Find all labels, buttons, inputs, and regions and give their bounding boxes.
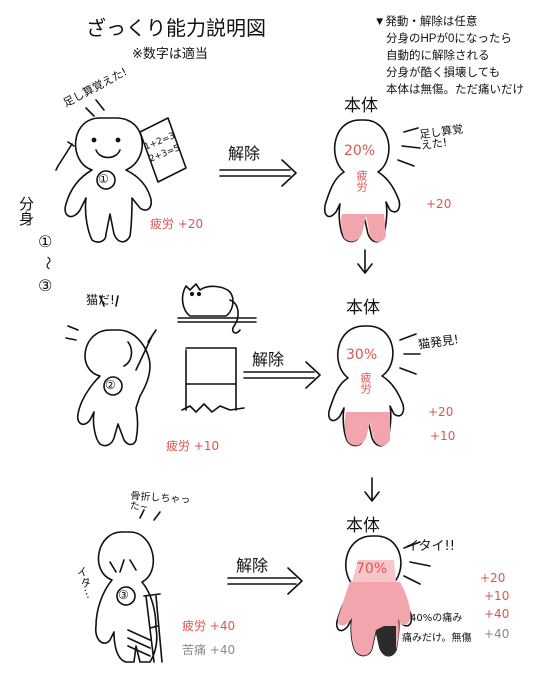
main-addition-1a: +20 [426, 197, 452, 211]
main-damage-fill-3 [337, 582, 411, 656]
main-speech-3: イタイ!! [406, 539, 455, 554]
down-arrow-2 [364, 477, 380, 502]
main-fatigue-fill-1 [341, 214, 386, 242]
clone-number-2: ② [105, 378, 116, 392]
main-fatigue-label-2: 疲労 [359, 372, 372, 394]
main-figure-1 [323, 119, 421, 243]
clone-range-tilde: 〜 [39, 256, 55, 270]
main-addition-2b: +10 [430, 429, 456, 443]
note-line: 分身のHPが0になったら [386, 33, 512, 45]
release-label-2: 解除 [252, 350, 285, 369]
main-fatigue-label-1: 疲労 [355, 170, 368, 192]
note-line: 自動的に解除される [386, 50, 490, 62]
release-arrow-3 [227, 567, 303, 595]
clone-number-1: ① [98, 172, 109, 186]
pain-leg-mark [376, 626, 396, 656]
diagram-subtitle: ※数字は適当 [132, 47, 208, 62]
clone-fatigue-3: 疲労 +40 [182, 619, 236, 633]
main-label-2: 本体 [346, 298, 380, 318]
pain-note-3b: 痛みだけ。無傷 [402, 633, 472, 644]
clone-fatigue-2: 疲労 +10 [166, 439, 220, 453]
note-line: ▼発動・解除は任意 [374, 16, 478, 28]
clone-speech-3: 骨折しちゃった~ [129, 490, 191, 514]
main-label-3: 本体 [346, 516, 380, 536]
main-fatigue-fill-2 [344, 412, 390, 446]
cat-shelf-drawing [177, 283, 257, 413]
main-figure-2 [327, 325, 421, 447]
release-label-3: 解除 [236, 556, 269, 575]
rules-note: ▼発動・解除は任意 分身のHPが0になったら 自動的に解除される 分身が酷く損壊… [374, 14, 524, 99]
clone-figure-2 [65, 295, 157, 447]
main-label-1: 本体 [344, 96, 378, 116]
pain-value-3: +40 [484, 627, 510, 641]
main-percent-fill-3 [352, 560, 396, 582]
clone-figure-3 [94, 509, 163, 663]
clone-label: 分身 [17, 196, 35, 226]
diagram-title: ざっくり能力説明図 [86, 16, 266, 40]
clone-pain-3: 苦痛 +40 [182, 643, 236, 657]
clone-fatigue-1: 疲労 +20 [150, 217, 204, 231]
main-addition-3a: +20 [480, 571, 506, 585]
main-addition-2a: +20 [428, 405, 454, 419]
main-percent-3: 70% [356, 561, 388, 577]
main-addition-3b: +10 [484, 589, 510, 603]
release-arrow-2 [243, 361, 321, 389]
clone-range-start: ① [38, 232, 53, 251]
clone-number-3: ③ [118, 588, 129, 602]
main-percent-1: 20% [344, 143, 376, 159]
clone-speech-2: 猫だ! [86, 293, 115, 307]
release-arrow-1 [219, 159, 297, 187]
main-addition-3c: +40 [484, 607, 510, 621]
note-line: 分身が酷く損壊しても [386, 67, 501, 79]
clone-range-end: ③ [38, 276, 53, 295]
down-arrow-1 [357, 249, 373, 274]
note-line: 本体は無傷。ただ痛いだけ [386, 84, 524, 96]
release-label-1: 解除 [228, 144, 261, 163]
clone-figure-1 [55, 99, 187, 243]
pain-note-3: 40%の痛み [410, 613, 463, 624]
main-percent-2: 30% [346, 347, 378, 363]
